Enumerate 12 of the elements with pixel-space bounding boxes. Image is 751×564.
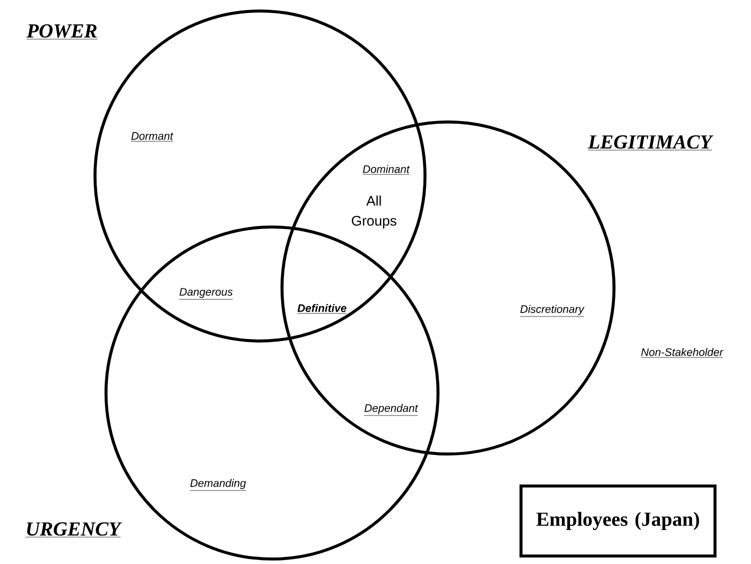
node-label: POWER: [26, 24, 97, 38]
region-label: Definitive: [297, 304, 347, 314]
region-label: Dependant: [364, 404, 418, 416]
label-box: Employees (Japan): [520, 484, 716, 558]
region-label: All Groups: [352, 196, 396, 228]
region-label: Dominant: [362, 164, 410, 175]
region-label: Dormant: [130, 132, 174, 142]
node-label: URGENCY: [27, 522, 122, 536]
region-label: Demanding: [190, 478, 246, 491]
region-label: Discretionary: [520, 304, 585, 317]
region-label: Dangerous: [179, 288, 233, 300]
region-label: Non-Stakeholder: [640, 348, 724, 358]
